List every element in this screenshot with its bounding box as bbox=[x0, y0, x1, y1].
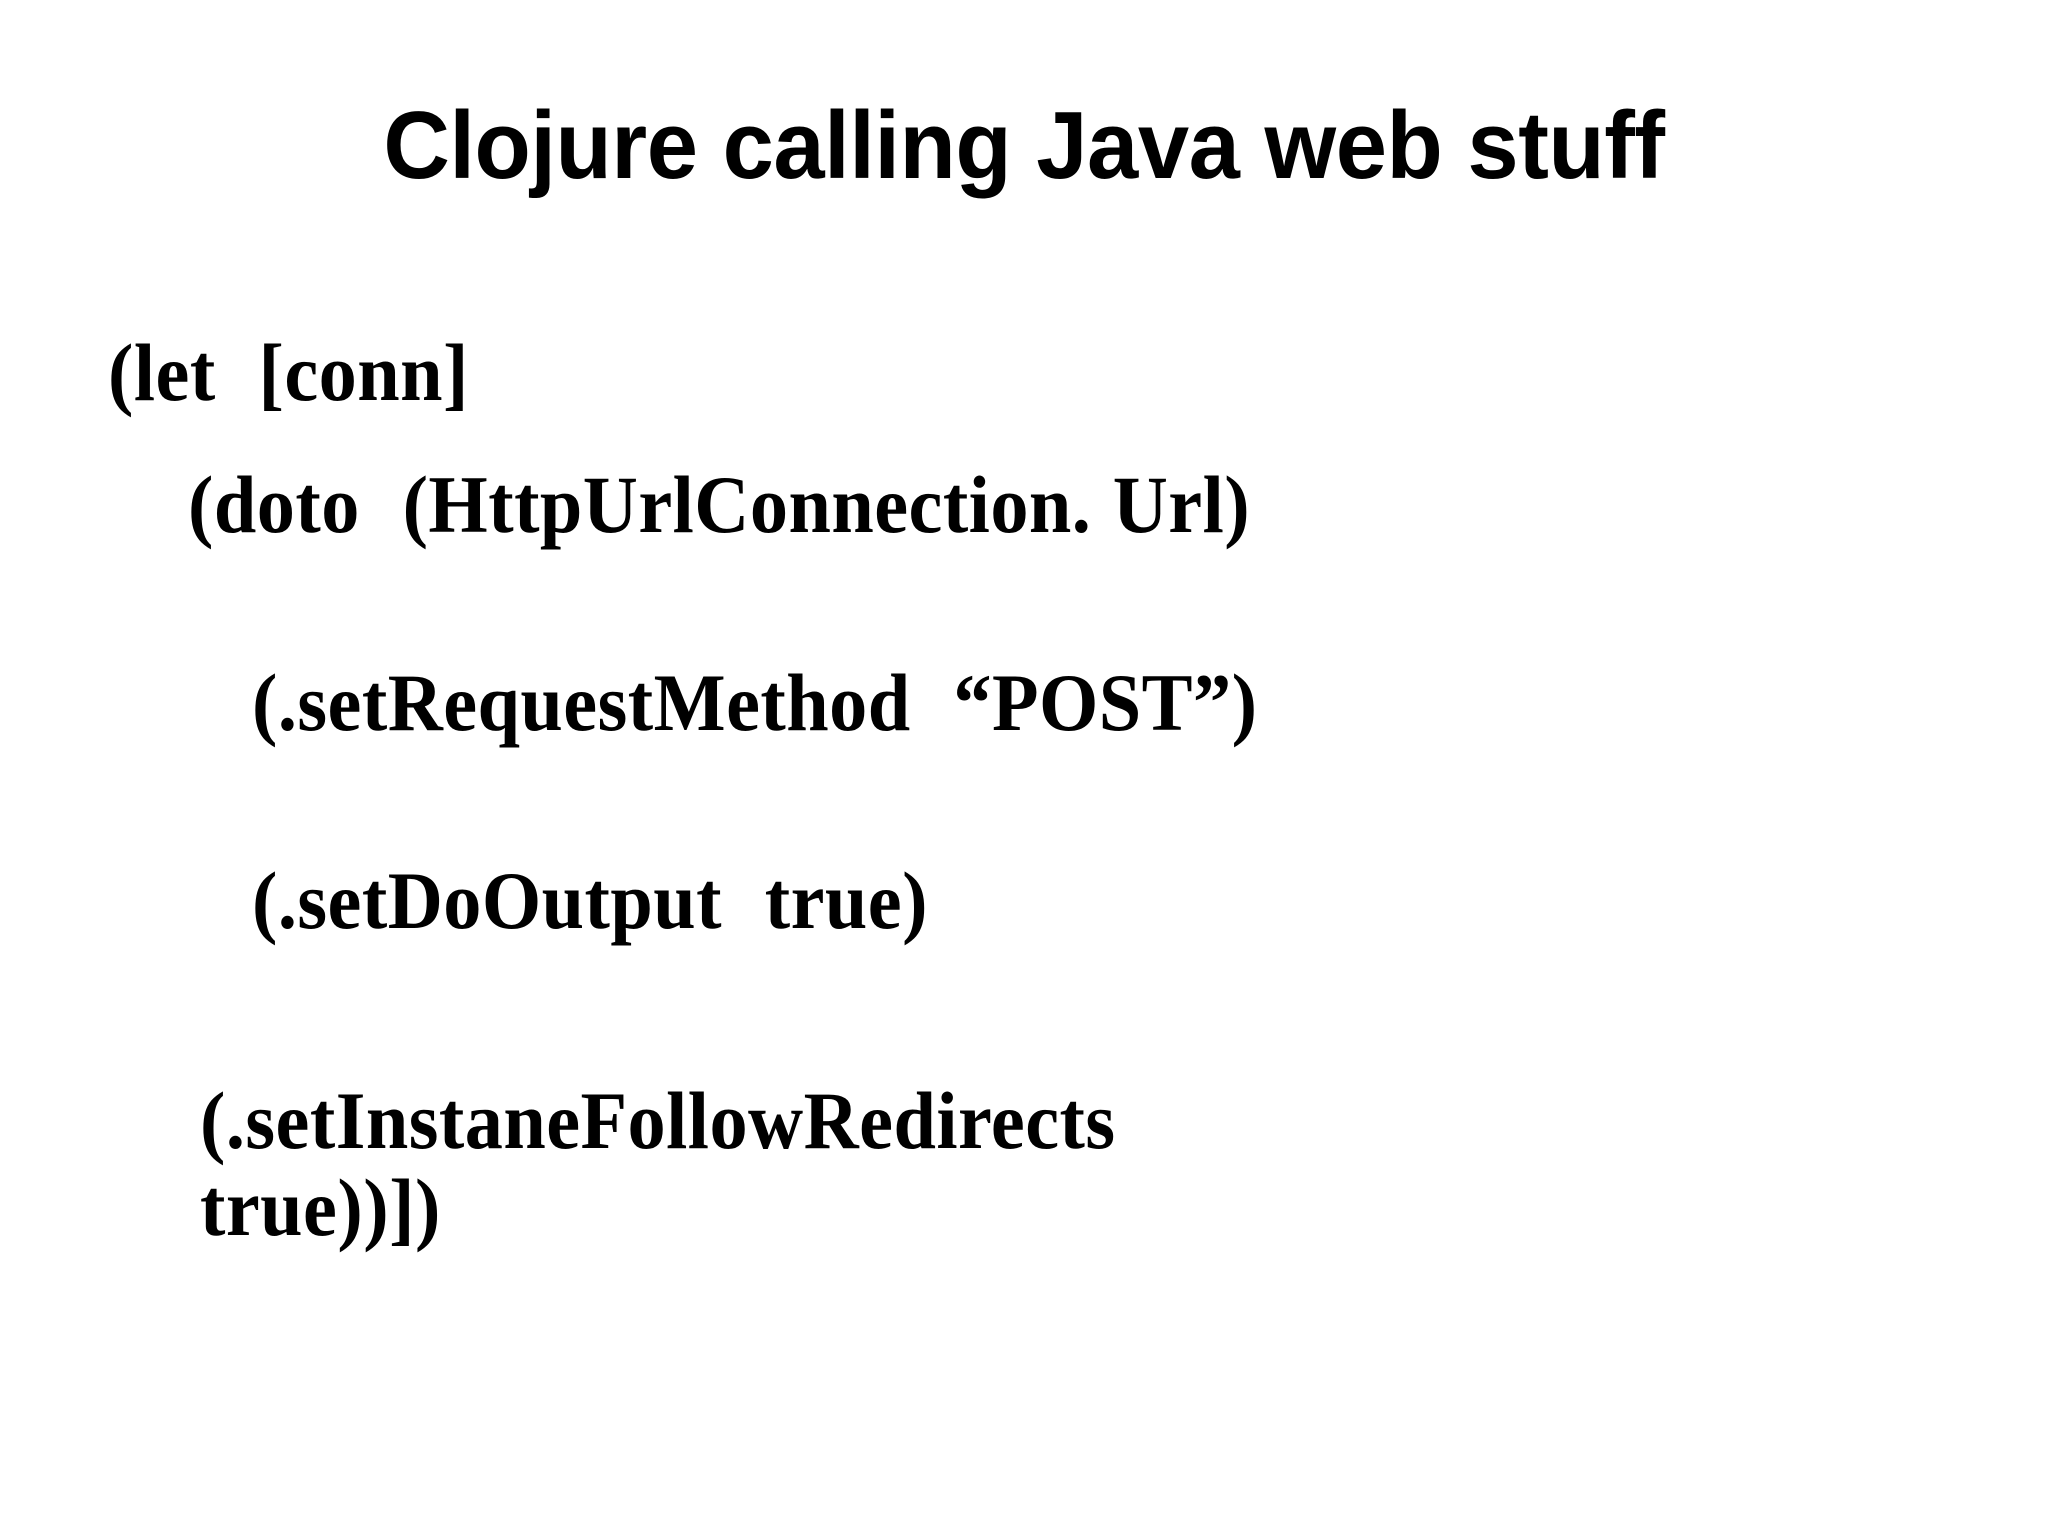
code-line: (let [conn] bbox=[108, 327, 469, 418]
code-line: (.setInstaneFollowRedirects true))]) bbox=[200, 1075, 1373, 1253]
code-line: (.setDoOutput true) bbox=[252, 855, 928, 946]
code-line: (.setRequestMethod “POST”) bbox=[252, 657, 1258, 748]
page-title: Clojure calling Java web stuff bbox=[383, 92, 1665, 199]
code-line: (doto (HttpUrlConnection. Url) bbox=[188, 459, 1251, 550]
